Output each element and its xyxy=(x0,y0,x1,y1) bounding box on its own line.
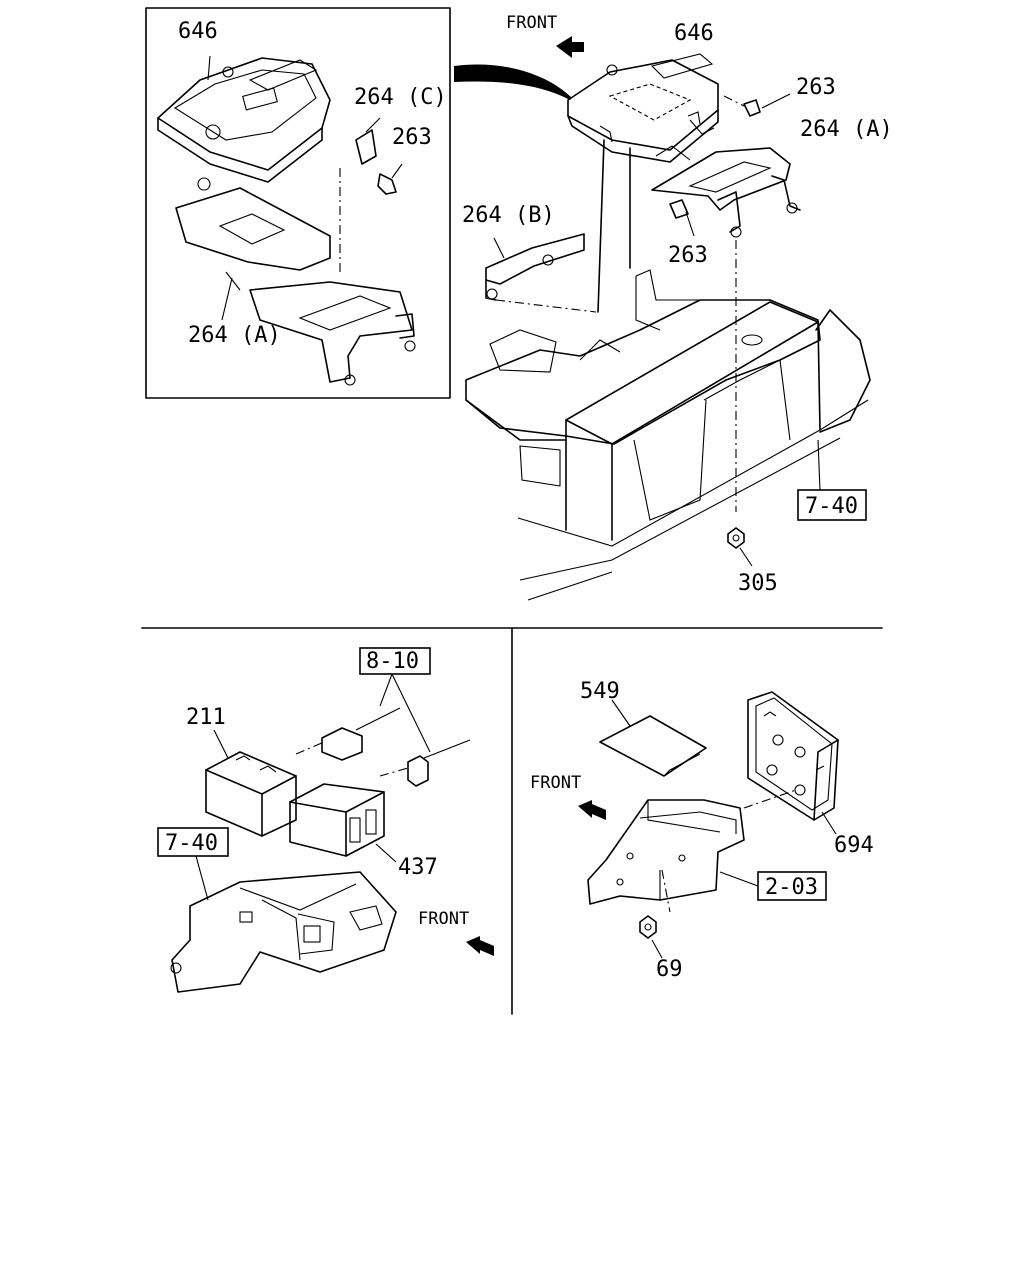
label-694: 694 xyxy=(834,833,874,858)
ref-box-2-03 xyxy=(757,871,827,901)
inset-bracket-264a xyxy=(175,177,416,386)
front-arrow-icon xyxy=(556,36,584,58)
nut-icon xyxy=(639,915,657,939)
inset-bolt-263 xyxy=(377,163,403,195)
label-ref-2-03: 2-03 xyxy=(765,875,818,900)
label-263-lower: 263 xyxy=(668,243,708,268)
label-305: 305 xyxy=(738,571,778,596)
control-unit-694 xyxy=(747,691,839,821)
front-label-bottom-left: FRONT xyxy=(418,909,469,929)
label-sheet-549 xyxy=(599,715,707,777)
mounting-bracket xyxy=(587,799,745,905)
label-ref-7-40-bottom: 7-40 xyxy=(165,831,218,856)
mounting-panel xyxy=(170,871,397,993)
nut-icon xyxy=(727,527,745,549)
label-ref-7-40-top: 7-40 xyxy=(805,494,858,519)
detail-callout-arrow xyxy=(454,64,572,100)
front-arrow-icon xyxy=(466,936,494,956)
bolt-icon xyxy=(669,199,689,219)
label-549: 549 xyxy=(580,679,620,704)
label-211: 211 xyxy=(186,705,226,730)
relay-437 xyxy=(289,783,385,857)
front-label-top: FRONT xyxy=(506,13,557,33)
bolt-icon xyxy=(723,95,761,117)
front-label-bottom-right: FRONT xyxy=(530,773,581,793)
ecu-module-646 xyxy=(567,53,719,163)
front-arrow-icon xyxy=(578,800,606,820)
label-646: 646 xyxy=(674,21,714,46)
bottom-right-section: FRONT 549 694 2-03 69 xyxy=(530,679,874,982)
label-263-inset: 263 xyxy=(392,125,432,150)
bracket-264a xyxy=(651,119,801,238)
top-section: 646 264 (C) 263 264 (A) FRONT xyxy=(145,7,893,601)
label-ref-8-10: 8-10 xyxy=(366,649,419,674)
label-646-inset: 646 xyxy=(178,19,218,44)
bottom-left-section: FRONT 8-10 211 7-40 437 xyxy=(157,647,494,993)
label-69: 69 xyxy=(656,957,683,982)
label-264a: 264 (A) xyxy=(800,117,893,142)
ref-box-8-10 xyxy=(359,647,431,675)
ref-box-7-40-top xyxy=(797,489,867,521)
label-264c: 264 (C) xyxy=(354,85,447,110)
inset-detail-frame xyxy=(145,7,451,399)
bracket-264b xyxy=(485,233,585,301)
ref-box-7-40-bottom xyxy=(157,827,229,857)
frame-cross-member xyxy=(465,269,871,601)
relay-211 xyxy=(205,751,297,837)
inset-clip-264c xyxy=(355,117,381,165)
label-264b: 264 (B) xyxy=(462,203,555,228)
inset-ecu-module-646 xyxy=(157,57,331,183)
label-263-upper: 263 xyxy=(796,75,836,100)
label-437: 437 xyxy=(398,855,438,880)
label-264a-inset: 264 (A) xyxy=(188,323,281,348)
